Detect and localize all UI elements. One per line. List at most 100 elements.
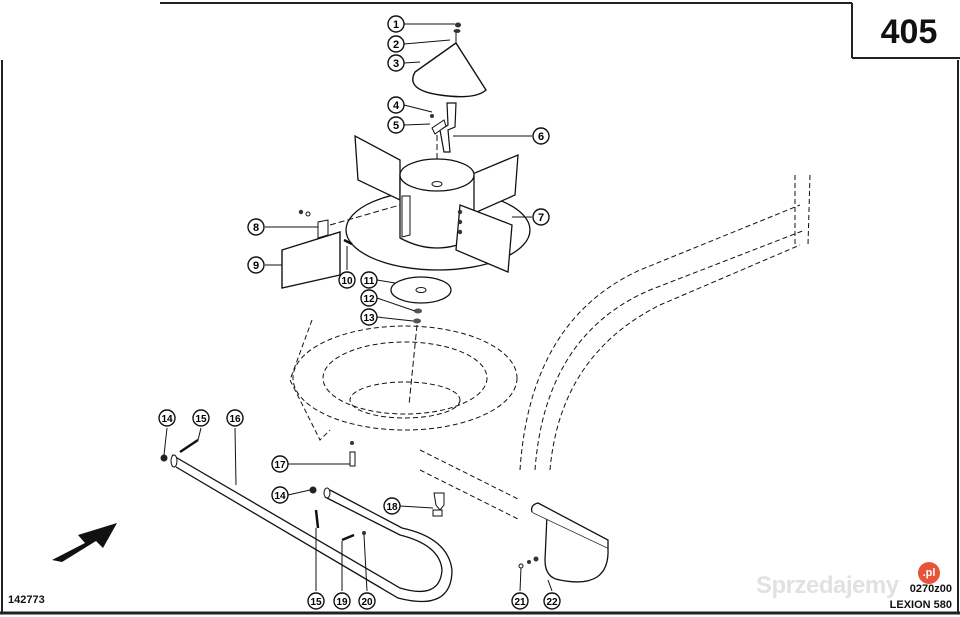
callout-label: 19 <box>336 597 348 608</box>
callout-label: 2 <box>393 39 399 51</box>
callout-5[interactable]: 5 <box>387 116 405 134</box>
diagram-code: 0270z00 <box>909 583 952 595</box>
callout-label: 10 <box>341 276 353 287</box>
cap-part <box>309 486 317 494</box>
leader-lines <box>163 23 553 592</box>
axis-line <box>408 324 418 406</box>
assembly-line <box>329 204 401 226</box>
bolt-part <box>179 438 199 454</box>
washer-part <box>414 308 422 314</box>
bracket-foot <box>431 119 447 135</box>
callout-label: 14 <box>274 491 286 502</box>
callout-label: 1 <box>393 19 399 31</box>
washer-part <box>533 556 539 562</box>
nut-part <box>455 22 461 28</box>
callout-14[interactable]: 14 <box>158 409 176 427</box>
deflector-part <box>531 511 609 583</box>
watermark-badge: .pl <box>918 562 940 584</box>
callout-label: 6 <box>538 131 544 143</box>
watermark-text: Sprzedajemy <box>756 572 899 599</box>
washer-part <box>305 211 311 217</box>
callout-20[interactable]: 20 <box>358 592 376 610</box>
callout-label: 13 <box>363 313 375 324</box>
fitting-part <box>433 492 445 511</box>
callout-8[interactable]: 8 <box>247 218 265 236</box>
page-number: 405 <box>880 13 938 51</box>
vane-front-right <box>455 204 513 273</box>
tube-end <box>170 454 178 468</box>
callout-19[interactable]: 19 <box>333 592 351 610</box>
frame-lower-arm <box>419 449 521 521</box>
bolt-part <box>349 451 356 467</box>
callout-17[interactable]: 17 <box>271 455 289 473</box>
callout-label: 18 <box>386 502 398 513</box>
drawing-number: 142773 <box>8 594 45 606</box>
callout-label: 11 <box>364 276 375 287</box>
callout-18[interactable]: 18 <box>383 497 401 515</box>
callout-9[interactable]: 9 <box>247 256 265 274</box>
deflector-top <box>530 502 609 548</box>
callout-label: 7 <box>538 212 544 224</box>
callout-6[interactable]: 6 <box>532 127 550 145</box>
callout-label: 9 <box>253 260 259 272</box>
hub-top <box>399 158 475 192</box>
flange-hole <box>415 287 427 293</box>
hopper-bottom <box>349 381 461 419</box>
bolt-head <box>457 219 463 225</box>
nut-part <box>362 531 366 535</box>
frame-arm-edge <box>549 244 801 471</box>
frame-post <box>794 174 811 246</box>
frame-arm-edge <box>534 229 806 471</box>
nut-part <box>298 209 304 215</box>
callout-label: 20 <box>361 597 373 608</box>
hopper-outer <box>292 325 518 431</box>
cap-part <box>160 454 168 462</box>
cone-part <box>412 42 487 98</box>
callout-label: 3 <box>393 58 399 70</box>
callout-label: 5 <box>393 120 399 132</box>
frame-arm-edge <box>519 204 801 471</box>
model-name: LEXION 580 <box>889 599 952 611</box>
callout-label: 14 <box>161 414 173 425</box>
callout-16[interactable]: 16 <box>226 409 244 427</box>
callout-label: 16 <box>229 414 241 425</box>
nut-part <box>350 441 354 445</box>
callout-3[interactable]: 3 <box>387 54 405 72</box>
callout-12[interactable]: 12 <box>360 289 378 307</box>
arrow-icon <box>52 523 117 562</box>
bolt-part <box>341 533 355 542</box>
callout-22[interactable]: 22 <box>543 592 561 610</box>
callout-10[interactable]: 10 <box>338 271 356 289</box>
hub-hole <box>431 181 443 187</box>
hopper-inner <box>322 341 488 415</box>
callout-21[interactable]: 21 <box>511 592 529 610</box>
callout-label: 15 <box>195 414 207 425</box>
callout-15[interactable]: 15 <box>192 409 210 427</box>
handle-bar-outer <box>171 454 443 593</box>
bolt-head <box>457 209 463 215</box>
callout-label: 22 <box>546 597 558 608</box>
fitting-base <box>432 509 443 517</box>
vane-mount-left <box>401 195 411 238</box>
bolt-part <box>314 509 320 529</box>
hopper-side <box>289 319 331 441</box>
callout-13[interactable]: 13 <box>360 308 378 326</box>
tube-end <box>323 487 331 499</box>
callout-label: 21 <box>514 597 526 608</box>
diagram-info: 0270z00 LEXION 580 <box>890 581 952 613</box>
callout-4[interactable]: 4 <box>387 96 405 114</box>
washer-part <box>453 29 461 33</box>
callout-2[interactable]: 2 <box>387 35 405 53</box>
callout-1[interactable]: 1 <box>387 15 405 33</box>
callout-7[interactable]: 7 <box>532 208 550 226</box>
bolt-part <box>343 238 353 246</box>
callout-14-second[interactable]: 14 <box>271 486 289 504</box>
callout-11[interactable]: 11 <box>360 271 378 289</box>
callout-15-second[interactable]: 15 <box>307 592 325 610</box>
washer-part <box>413 318 421 324</box>
bolt-head <box>457 229 463 235</box>
callout-label: 8 <box>253 222 259 234</box>
